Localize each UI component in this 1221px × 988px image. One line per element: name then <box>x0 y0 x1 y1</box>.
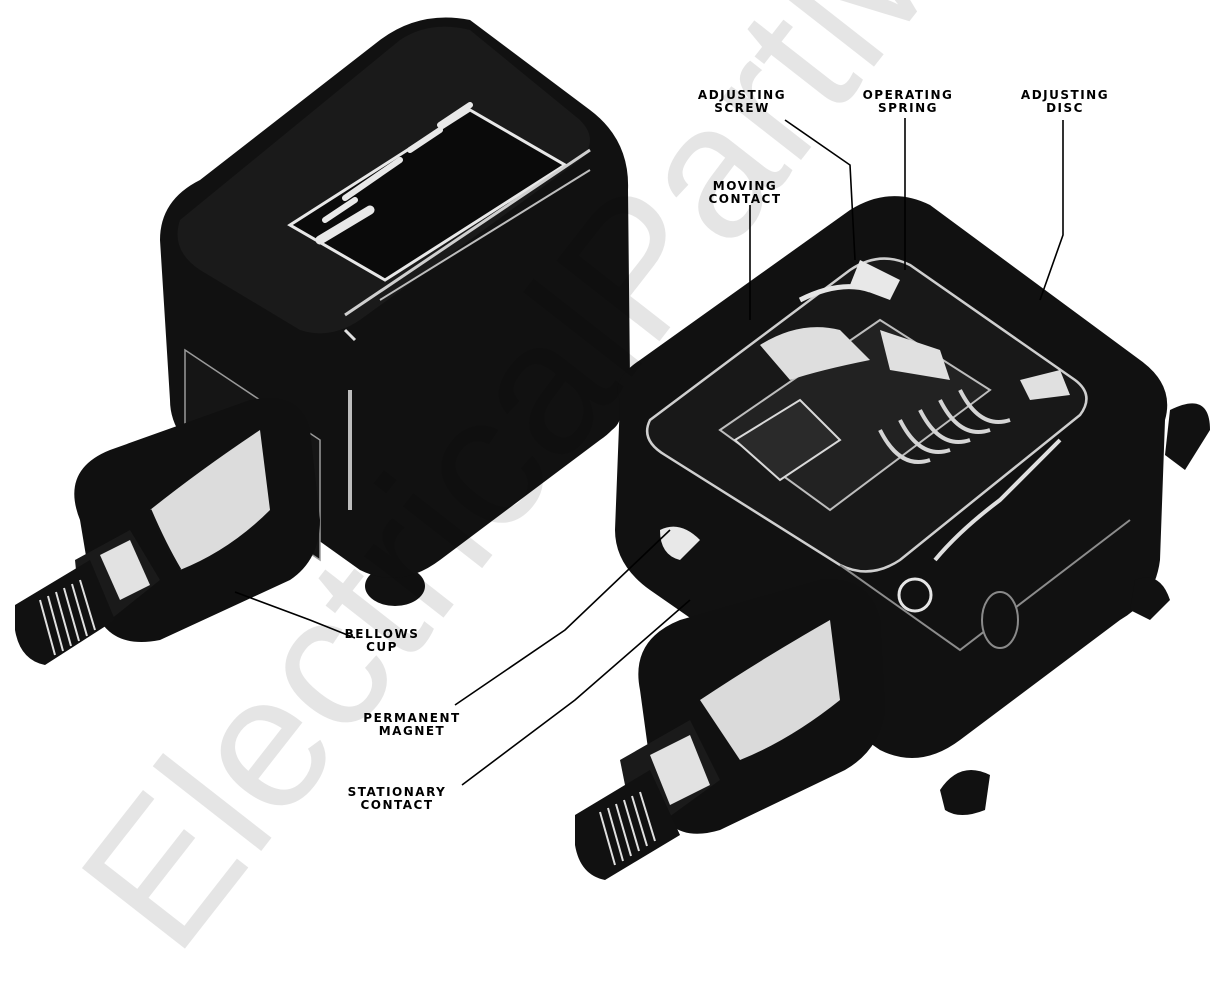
label-moving-contact: MOVING CONTACT <box>708 179 782 206</box>
figure: ElectricalPartManuals ADJUSTING SCREW OP… <box>15 0 1221 986</box>
label-permanent-magnet: PERMANENT MAGNET <box>363 711 461 738</box>
label-adjusting-screw: ADJUSTING SCREW <box>697 88 787 115</box>
leader-permanent-magnet <box>454 529 671 706</box>
label-bellows-cup: BELLOWS CUP <box>344 627 420 654</box>
leader-lines <box>234 118 1064 786</box>
left-switch-illustration <box>15 17 630 665</box>
illustration <box>15 17 1210 880</box>
right-switch-illustration <box>575 196 1210 880</box>
leader-bellows-cup <box>234 591 356 639</box>
leader-stationary-contact <box>461 599 691 786</box>
label-adjusting-disc: ADJUSTING DISC <box>1020 88 1110 115</box>
label-stationary-contact: STATIONARY CONTACT <box>347 785 447 812</box>
leader-adjusting-screw <box>784 119 856 261</box>
leader-adjusting-disc <box>1039 120 1064 301</box>
label-operating-spring: OPERATING SPRING <box>862 88 954 115</box>
